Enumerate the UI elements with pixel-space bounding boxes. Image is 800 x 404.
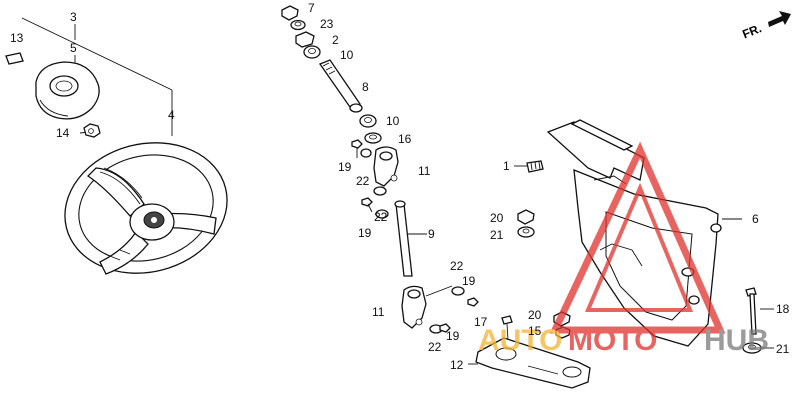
bolt-19-mid-part bbox=[361, 197, 373, 213]
front-direction-label: FR. bbox=[740, 21, 763, 41]
watermark-brand-b: MOTO bbox=[568, 324, 657, 357]
watermark-brand-a: AUTO bbox=[478, 324, 562, 357]
callout-22-mid: 22 bbox=[374, 210, 388, 224]
callout-19-bottom: 19 bbox=[446, 329, 460, 343]
bolt-19-bottom-part bbox=[439, 323, 451, 333]
callout-19-mid: 19 bbox=[358, 226, 372, 240]
callout-18: 18 bbox=[776, 302, 790, 316]
cover-plate-part bbox=[468, 337, 591, 389]
callout-labels: 3 13 5 4 14 7 23 2 10 8 10 16 19 22 11 2… bbox=[10, 1, 790, 372]
callout-21-lower: 21 bbox=[776, 342, 790, 356]
column-bracket-assembly bbox=[468, 119, 774, 389]
steering-wheel-part bbox=[64, 142, 228, 275]
universal-joint-upper-part bbox=[373, 146, 399, 187]
steering-wheel-assembly bbox=[5, 17, 228, 275]
callout-12: 12 bbox=[450, 358, 464, 372]
washer-21-lower-part bbox=[742, 342, 774, 354]
front-direction-indicator: FR. bbox=[740, 11, 791, 41]
washer-23-part bbox=[290, 19, 306, 31]
bolt-19-lower-part bbox=[467, 297, 479, 307]
bolt-18-part bbox=[745, 287, 774, 335]
washer-22-mid-part bbox=[373, 186, 387, 196]
watermark-logo: AUTO MOTO HUB bbox=[478, 141, 769, 357]
callout-6: 6 bbox=[752, 212, 759, 226]
bolt-1-part bbox=[514, 160, 544, 173]
callout-22-lower: 22 bbox=[450, 259, 464, 273]
callout-10-top: 10 bbox=[340, 48, 354, 62]
watermark-brand-c: HUB bbox=[704, 324, 769, 357]
callout-4: 4 bbox=[168, 108, 175, 122]
callout-5: 5 bbox=[70, 41, 77, 55]
callout-15: 15 bbox=[528, 324, 542, 338]
nut-20-upper-part bbox=[517, 209, 535, 225]
steering-shaft-assembly bbox=[281, 5, 479, 334]
callout-21-upper: 21 bbox=[490, 228, 504, 242]
callout-19-lower: 19 bbox=[462, 274, 476, 288]
callout-17: 17 bbox=[474, 315, 488, 329]
front-arrow-icon bbox=[768, 11, 791, 27]
callout-14: 14 bbox=[56, 126, 70, 140]
callout-3: 3 bbox=[70, 10, 77, 24]
emblem-part bbox=[5, 52, 24, 65]
callout-16: 16 bbox=[398, 132, 412, 146]
collar-2-part bbox=[295, 31, 315, 48]
callout-13: 13 bbox=[10, 31, 24, 45]
bolt-19-upper-part bbox=[351, 139, 363, 158]
callout-11-upper: 11 bbox=[418, 164, 431, 178]
bushing-10-lower-part bbox=[359, 114, 377, 128]
callout-7: 7 bbox=[308, 1, 315, 15]
horn-pad-part bbox=[35, 61, 100, 120]
washer-21-upper-part bbox=[517, 226, 535, 238]
callout-10-lower: 10 bbox=[386, 114, 400, 128]
bushing-10-top-part bbox=[303, 45, 321, 59]
callout-19-upper: 19 bbox=[338, 160, 352, 174]
washer-22-mid2-part bbox=[375, 209, 389, 219]
callout-22-bottom: 22 bbox=[428, 340, 442, 354]
callout-20-upper: 20 bbox=[490, 211, 504, 225]
universal-joint-lower-part bbox=[401, 285, 453, 329]
steering-nut-part bbox=[83, 123, 101, 138]
intermediate-shaft-part bbox=[394, 200, 427, 277]
washer-16-part bbox=[364, 132, 382, 144]
callout-2: 2 bbox=[332, 33, 339, 47]
upper-shaft-part bbox=[318, 59, 363, 113]
callout-8: 8 bbox=[362, 80, 369, 94]
callout-1: 1 bbox=[503, 159, 510, 173]
watermark-triangle-icon bbox=[549, 141, 726, 334]
bolt-17-part bbox=[501, 315, 513, 341]
cap-nut-part bbox=[281, 5, 299, 21]
callout-22-upper: 22 bbox=[356, 174, 370, 188]
callout-23: 23 bbox=[320, 17, 334, 31]
callout-9: 9 bbox=[428, 227, 435, 241]
callout-11-lower: 11 bbox=[372, 305, 385, 319]
washer-22-lower-part bbox=[451, 286, 465, 296]
callout-20-lower: 20 bbox=[528, 308, 542, 322]
washer-22-upper-part bbox=[360, 148, 372, 158]
